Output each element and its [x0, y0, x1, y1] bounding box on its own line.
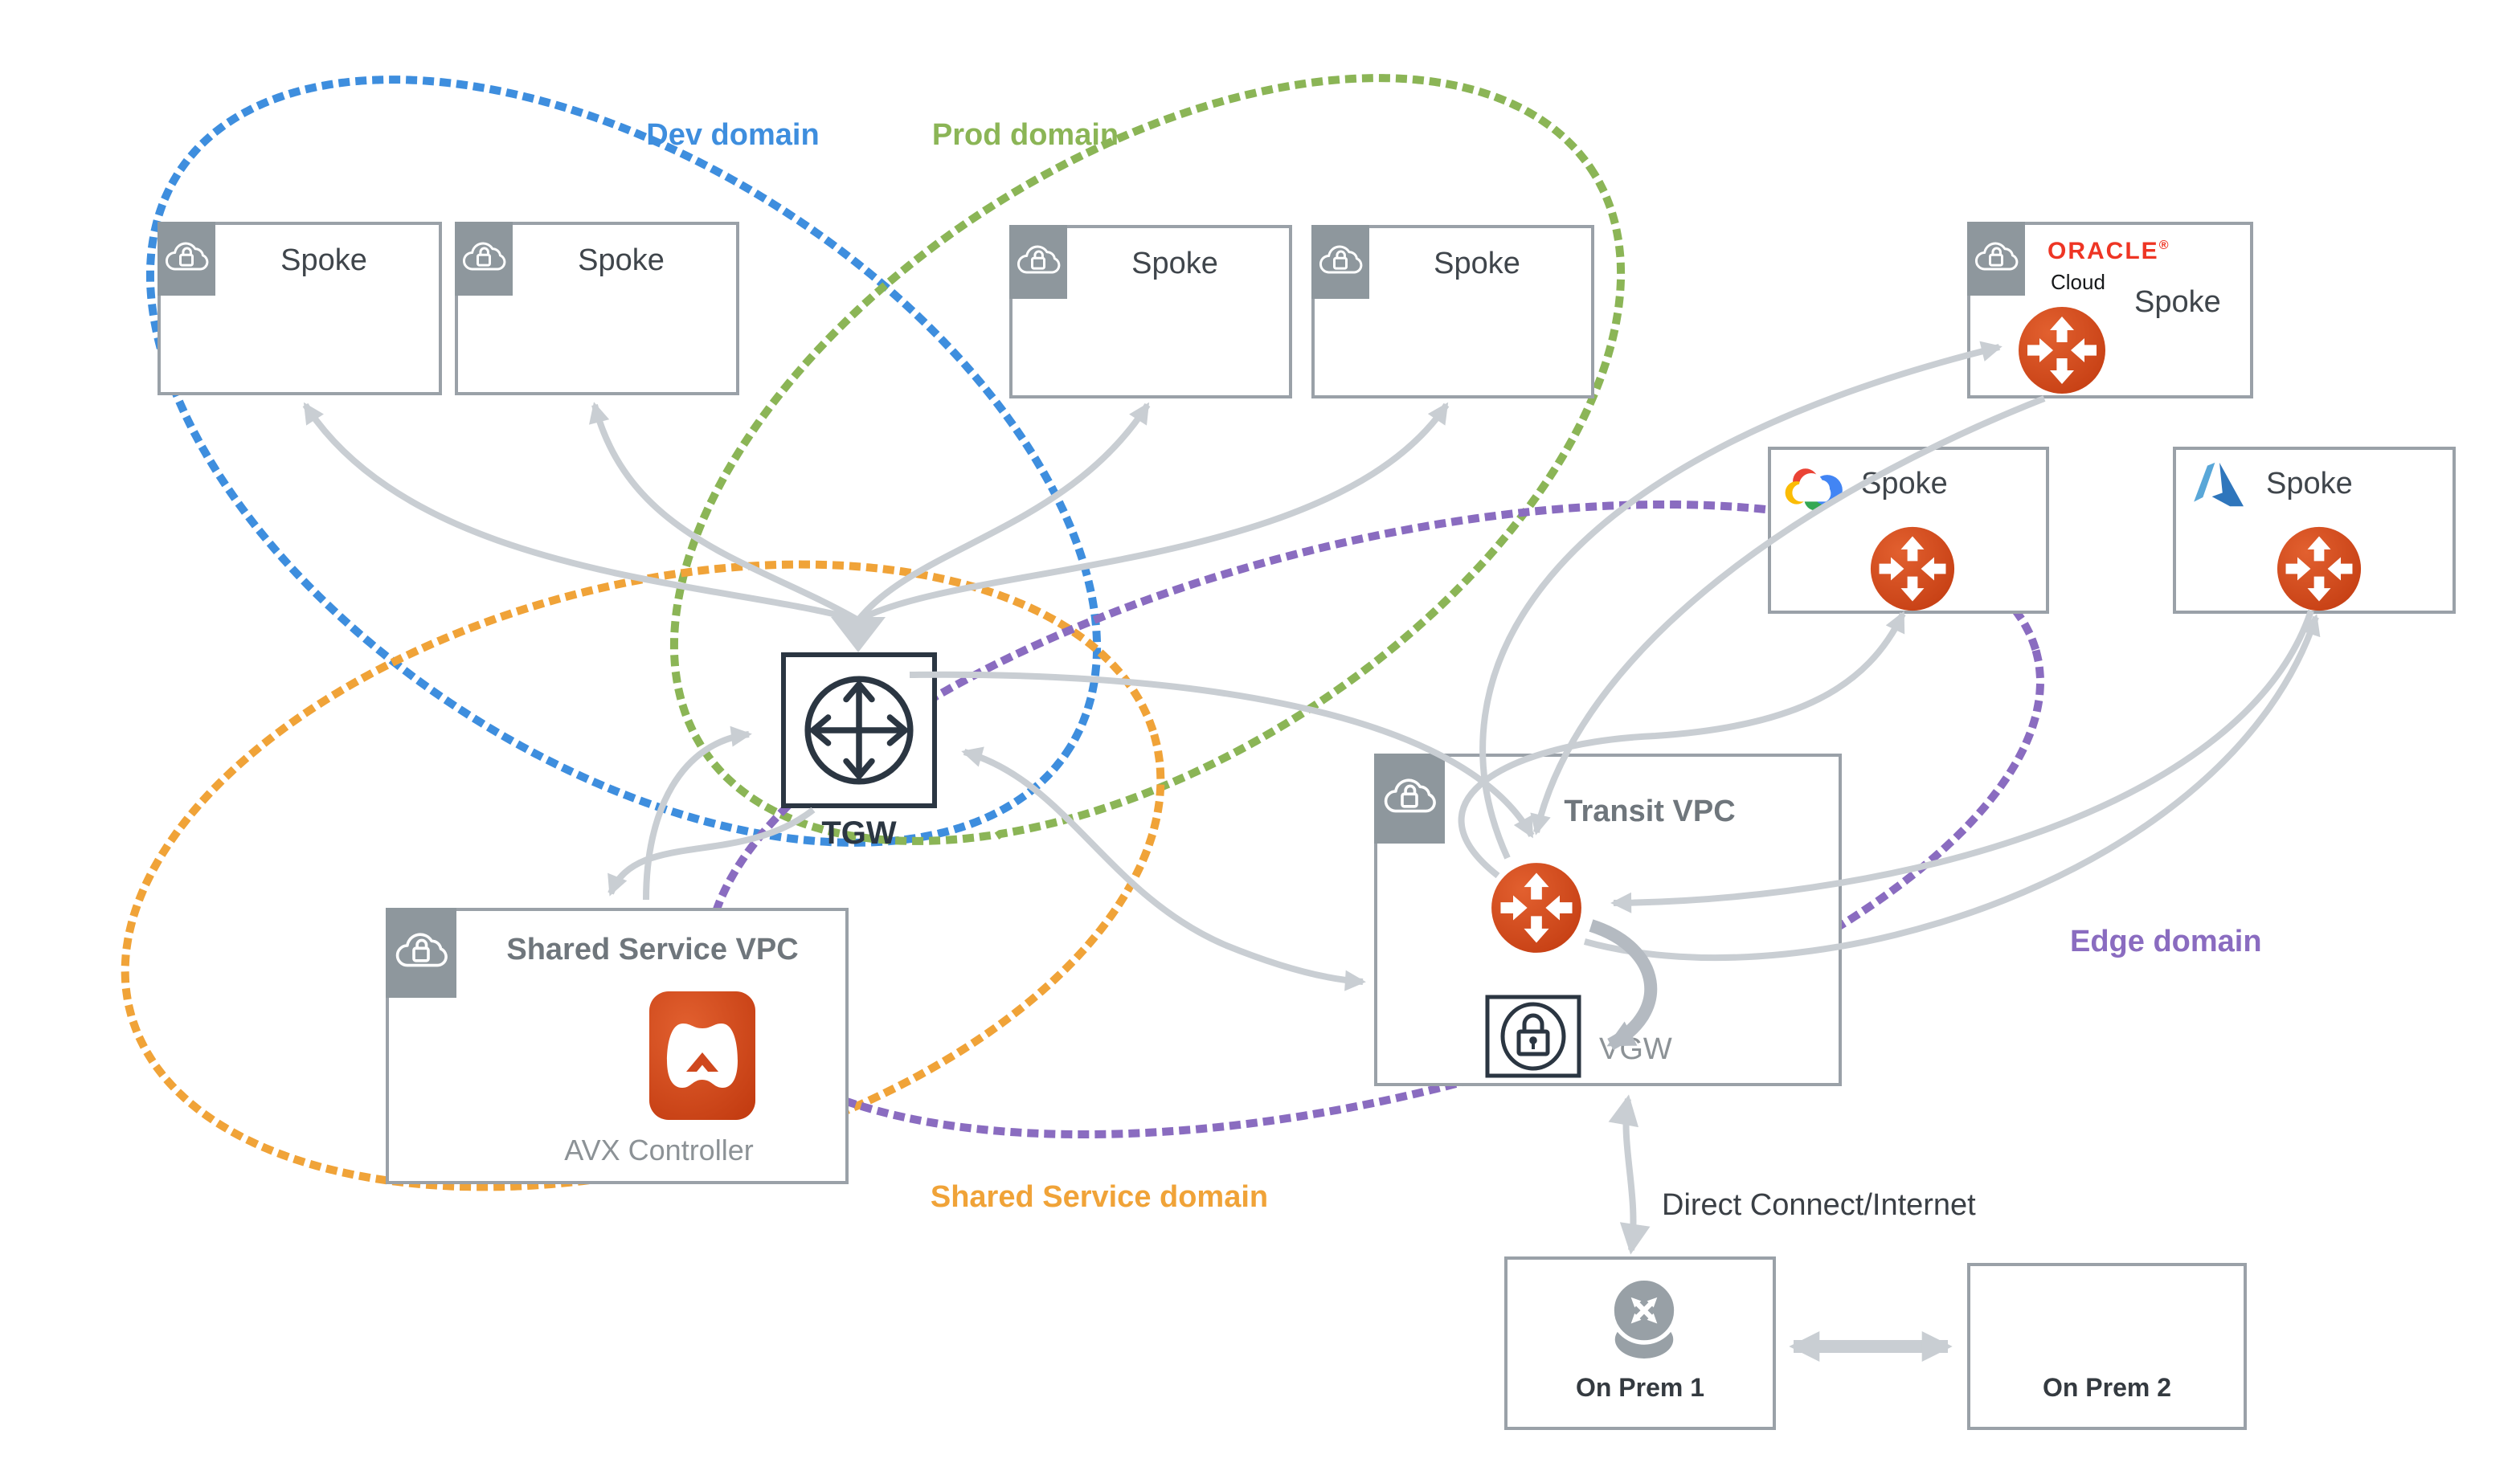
- aws-vpc-cloud-lock-icon: [455, 222, 513, 296]
- spoke-label: Spoke: [1861, 468, 1948, 501]
- spoke-vpc-prod-2: Spoke: [1311, 225, 1594, 398]
- aws-vpc-cloud-lock-icon: [1009, 225, 1067, 299]
- arrow-tgw-to-dev-spoke-1: [302, 402, 860, 623]
- aviatrix-gateway-icon: [2277, 526, 2362, 611]
- spoke-label: Spoke: [578, 244, 665, 278]
- aws-vpc-cloud-lock-icon: [1311, 225, 1369, 299]
- aws-vpc-cloud-lock-icon: [386, 908, 456, 998]
- transit-vpc-title: Transit VPC: [1564, 795, 1736, 829]
- spoke-vpc-dev-1: Spoke: [158, 222, 442, 395]
- transit-gateway-icon: [804, 676, 914, 785]
- transit-vpc-box: Transit VPC VGW: [1374, 754, 1842, 1086]
- shared-service-vpc-title: Shared Service VPC: [506, 934, 799, 967]
- oracle-cloud-text: Cloud: [2051, 270, 2105, 294]
- vgw-label: VGW: [1599, 1033, 1672, 1067]
- google-cloud-logo: [1785, 468, 1843, 511]
- on-prem-2-box: On Prem 2: [1967, 1263, 2247, 1430]
- azure-logo: [2194, 462, 2244, 507]
- arrow-tgw-transit-vpc: [961, 746, 1366, 991]
- dev-domain-label: Dev domain: [646, 119, 820, 153]
- arrow-tgw-to-dev-spoke-2: [589, 402, 861, 623]
- on-prem-2-label: On Prem 2: [2042, 1375, 2172, 1403]
- spoke-vpc-prod-1: Spoke: [1009, 225, 1292, 398]
- spoke-label: Spoke: [2266, 468, 2353, 501]
- avx-controller-icon: [649, 991, 755, 1120]
- prod-domain-label: Prod domain: [931, 119, 1119, 153]
- aws-vpc-cloud-lock-icon: [1374, 754, 1445, 844]
- spoke-vpc-gcp: Spoke: [1768, 447, 2049, 614]
- spoke-vpc-dev-2: Spoke: [455, 222, 739, 395]
- spoke-vpc-oracle: ORACLE® Cloud Spoke: [1967, 222, 2253, 398]
- arrowhead-into-tgw: [831, 617, 886, 652]
- arrow-tgw-to-prod-spoke-2: [857, 402, 1450, 623]
- aviatrix-gateway-icon: [2019, 307, 2105, 394]
- aws-vpc-cloud-lock-icon: [158, 222, 215, 296]
- tgw-label: TGW: [821, 816, 897, 852]
- on-prem-1-label: On Prem 1: [1575, 1375, 1705, 1403]
- spoke-label: Spoke: [1131, 247, 1218, 281]
- aviatrix-transit-gateway-icon: [1491, 863, 1581, 953]
- shared-service-domain-label: Shared Service domain: [930, 1181, 1269, 1215]
- arrow-transit-vpc-on-prem-1: [1608, 1094, 1651, 1255]
- avx-controller-label: AVX Controller: [564, 1134, 754, 1167]
- arrow-tgw-to-prod-spoke-1: [855, 402, 1151, 623]
- transit-gateway-box: [781, 652, 937, 808]
- aviatrix-gateway-icon: [1870, 526, 1955, 611]
- spoke-label: Spoke: [280, 244, 367, 278]
- router-icon: [1610, 1276, 1679, 1359]
- shared-service-vpc-box: Shared Service VPC AVX Controller: [386, 908, 849, 1184]
- spoke-label: Spoke: [1434, 247, 1520, 281]
- on-prem-1-box: On Prem 1: [1504, 1256, 1776, 1430]
- oracle-logo: ORACLE®: [2048, 238, 2170, 265]
- aws-vpc-cloud-lock-icon: [1967, 222, 2025, 296]
- spoke-vpc-azure: Spoke: [2173, 447, 2456, 614]
- spoke-label: Spoke: [2134, 286, 2221, 320]
- arrow-shared-service-vpc-to-tgw: [643, 725, 752, 901]
- direct-connect-label: Direct Connect/Internet: [1662, 1189, 1976, 1223]
- vgw-icon: [1485, 995, 1581, 1078]
- edge-domain-label: Edge domain: [2070, 925, 2262, 959]
